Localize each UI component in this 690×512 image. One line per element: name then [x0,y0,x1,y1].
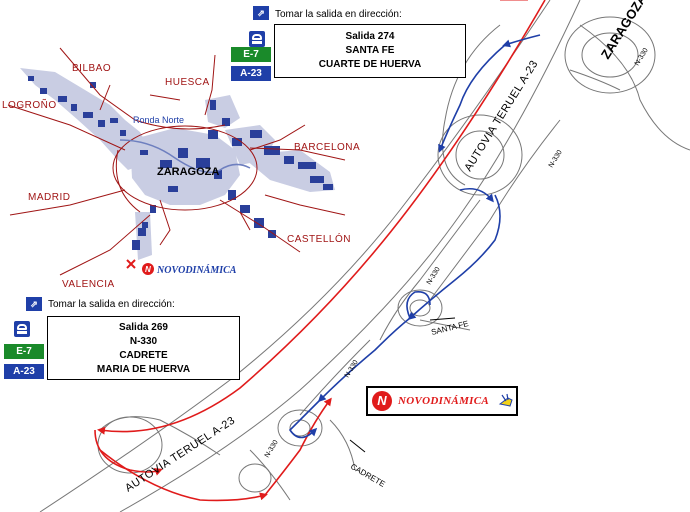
sign-north-line: Salida 274 [345,31,395,42]
destination-label: LOGROÑO [2,98,57,111]
brand-text: NOVODINÁMICA [398,395,490,407]
badge-e7: E-7 [4,344,44,359]
sign-south-line: CADRETE [119,350,168,361]
badge-a23: A-23 [231,66,271,81]
sign-south-line: Salida 269 [119,322,168,333]
destination-label: HUESCA [165,77,210,88]
industrial-area [28,76,333,250]
location-cross-icon [126,259,136,269]
destination-label: BILBAO [72,63,111,74]
destination-label: CASTELLÓN [287,232,351,245]
autovia-label: AUTOVIA TERUEL A-23 [123,414,237,494]
brand-box: N NOVODINÁMICA [366,386,518,416]
n330-label: N-330 [548,149,564,169]
n330-label: N-330 [634,47,650,67]
destination-label: VALENCIA [62,279,115,290]
svg-text:N: N [145,265,151,274]
road-network [7,47,346,276]
badge-a23: A-23 [4,364,44,379]
brand-label: NOVODINÁMICA [156,264,237,276]
motorway-edges [39,0,690,512]
n330-label: N-330 [264,439,280,459]
truck-icon [498,393,513,407]
sign-north-hint: Tomar la salida en dirección: [275,9,402,20]
car-icon [249,31,265,47]
exit-sign-icon: ⇗ [26,297,42,311]
sign-north-line: SANTA FE [345,45,395,56]
novodinamica-logo-icon: N [142,263,154,275]
route-blue [288,34,541,439]
car-icon [14,321,30,337]
cadrete-arrow-icon [349,439,366,453]
sign-south-hint: Tomar la salida en dirección: [48,299,175,310]
cadrete-label: CADRETE [349,462,387,489]
destination-label: MADRID [28,192,70,203]
urban-area [20,68,335,260]
destination-label: BARCELONA [294,142,360,153]
city-label: ZARAGOZA [157,166,219,178]
sign-north-line: CUARTE DE HUERVA [318,59,422,70]
santa-fe-label: SANTA FE [430,319,469,337]
sign-south-line: MARIA DE HUERVA [96,364,191,375]
ring-road-label: Ronda Norte [133,115,184,125]
route-red [94,0,546,502]
n330-label: N-330 [344,359,360,379]
sign-south-line: N-330 [129,336,158,347]
sign-south-box: Salida 269 N-330 CADRETE MARIA DE HUERVA [47,316,240,380]
roundabouts [97,16,656,493]
exit-sign-icon: ⇗ [253,6,269,20]
river [119,139,251,173]
badge-e7: E-7 [231,47,271,62]
city-map: BILBAO HUESCA LOGROÑO BARCELONA MADRID C… [2,47,360,290]
sign-north-box: Salida 274 SANTA FE CUARTE DE HUERVA [274,24,466,78]
santa-fe-arrow-icon [429,317,456,321]
novodinamica-logo-icon: N [372,391,392,411]
